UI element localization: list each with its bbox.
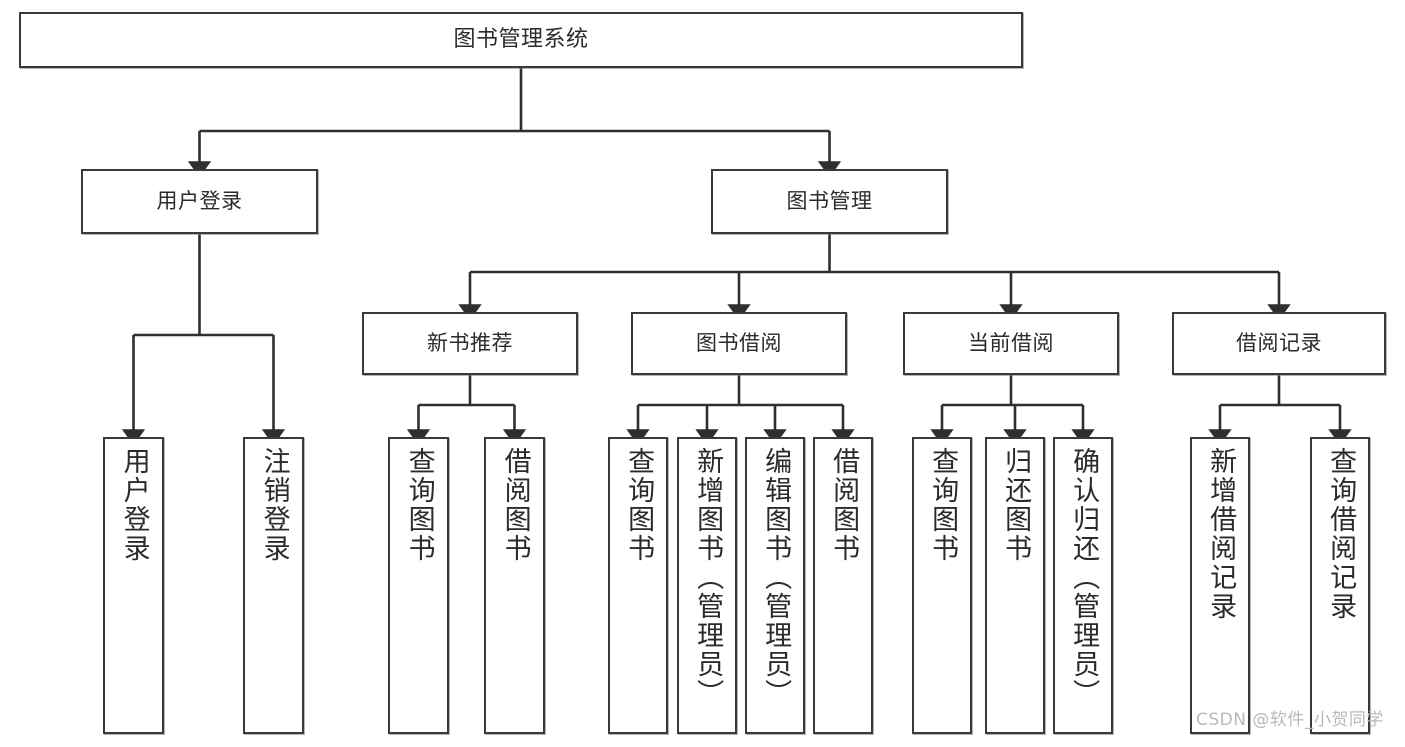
node-label-leaf-borrow-book-1: 借阅图书 — [499, 447, 531, 563]
node-label-leaf-confirm-return: 确认归还（管理员） — [1068, 447, 1100, 708]
node-leaf-return-book[interactable]: 归还图书 — [985, 437, 1045, 734]
node-leaf-add-record[interactable]: 新增借阅记录 — [1190, 437, 1250, 734]
node-book-manage[interactable]: 图书管理 — [711, 169, 948, 234]
node-label-leaf-query-record: 查询借阅记录 — [1325, 447, 1357, 621]
node-user-login[interactable]: 用户登录 — [81, 169, 318, 234]
node-leaf-borrow-book-1[interactable]: 借阅图书 — [484, 437, 545, 734]
node-label-leaf-query-book-1: 查询图书 — [403, 447, 435, 563]
node-label-leaf-add-record: 新增借阅记录 — [1205, 447, 1237, 621]
node-root[interactable]: 图书管理系统 — [19, 12, 1023, 68]
node-leaf-user-login[interactable]: 用户登录 — [103, 437, 164, 734]
node-leaf-borrow-book-2[interactable]: 借阅图书 — [813, 437, 873, 734]
node-label-leaf-user-logout: 注销登录 — [258, 447, 290, 563]
node-leaf-add-book[interactable]: 新增图书（管理员） — [677, 437, 737, 734]
node-label-book-borrow: 图书借阅 — [696, 331, 782, 356]
node-label-new-book-rec: 新书推荐 — [427, 331, 513, 356]
node-leaf-query-record[interactable]: 查询借阅记录 — [1310, 437, 1370, 734]
node-label-leaf-borrow-book-2: 借阅图书 — [828, 447, 860, 563]
node-label-leaf-return-book: 归还图书 — [1000, 447, 1032, 563]
node-label-leaf-query-book-2: 查询图书 — [623, 447, 655, 563]
node-label-leaf-add-book: 新增图书（管理员） — [692, 447, 724, 708]
node-label-leaf-edit-book: 编辑图书（管理员） — [760, 447, 792, 708]
node-label-leaf-user-login: 用户登录 — [118, 447, 150, 563]
node-borrow-record[interactable]: 借阅记录 — [1172, 312, 1386, 375]
node-leaf-query-book-2[interactable]: 查询图书 — [608, 437, 668, 734]
node-label-leaf-query-book-3: 查询图书 — [927, 447, 959, 563]
node-leaf-edit-book[interactable]: 编辑图书（管理员） — [745, 437, 805, 734]
node-new-book-rec[interactable]: 新书推荐 — [362, 312, 578, 375]
node-leaf-query-book-3[interactable]: 查询图书 — [912, 437, 972, 734]
node-current-borrow[interactable]: 当前借阅 — [903, 312, 1119, 375]
node-label-borrow-record: 借阅记录 — [1236, 331, 1322, 356]
node-label-book-manage: 图书管理 — [786, 189, 873, 214]
node-label-current-borrow: 当前借阅 — [968, 331, 1054, 356]
node-leaf-user-logout[interactable]: 注销登录 — [243, 437, 304, 734]
node-label-user-login: 用户登录 — [156, 189, 243, 214]
node-leaf-query-book-1[interactable]: 查询图书 — [388, 437, 449, 734]
node-leaf-confirm-return[interactable]: 确认归还（管理员） — [1053, 437, 1113, 734]
node-label-root: 图书管理系统 — [453, 27, 589, 53]
node-book-borrow[interactable]: 图书借阅 — [631, 312, 847, 375]
